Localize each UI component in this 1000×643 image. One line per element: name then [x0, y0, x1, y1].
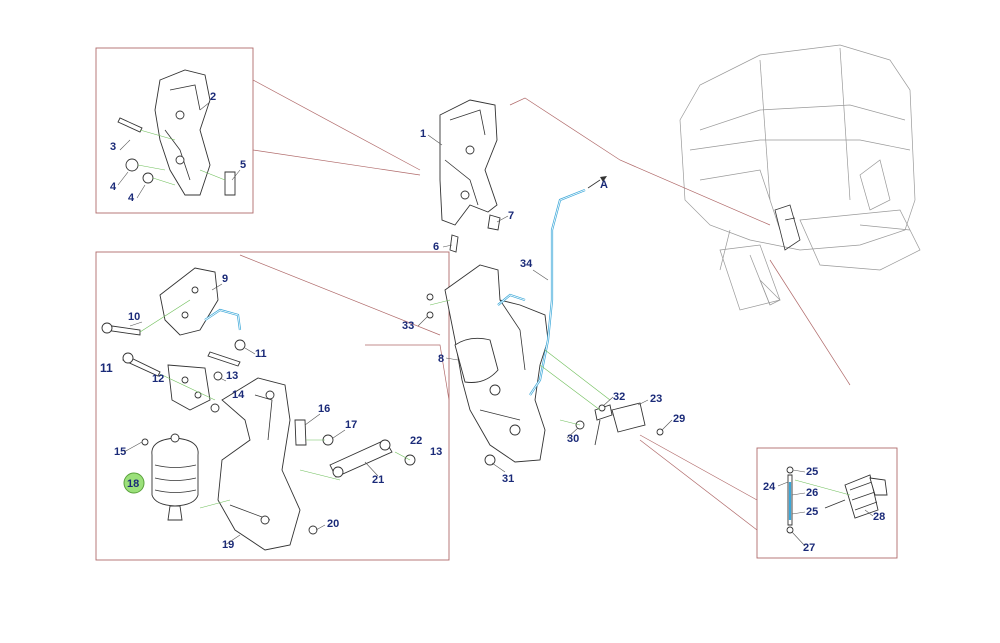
detail-box-height-sensor [756, 447, 898, 559]
label-part-13: 13 [226, 370, 238, 382]
label-part-28: 28 [873, 511, 885, 523]
label-part-8: 8 [438, 353, 444, 365]
height-sensor-detail-parts [786, 466, 888, 534]
label-part-27: 27 [803, 542, 815, 554]
detail-box-bracket [95, 47, 254, 214]
arrow-label-a: A [600, 179, 608, 191]
bracket-detail-part [117, 69, 236, 196]
label-part-10: 10 [128, 311, 140, 323]
truck-cab-outline [679, 44, 921, 311]
label-part-11: 11 [100, 361, 113, 375]
label-part-9: 9 [222, 273, 228, 285]
label-part-13: 13 [430, 446, 442, 458]
label-part-7: 7 [508, 210, 514, 222]
main-bracket-assembly [426, 99, 664, 466]
label-part-4: 4 [128, 192, 135, 204]
label-part-19: 19 [222, 539, 234, 551]
label-part-2: 2 [210, 91, 216, 103]
label-part-21: 21 [372, 474, 384, 486]
label-part-12: 12 [152, 373, 164, 385]
label-part-34: 34 [520, 258, 533, 270]
label-part-5: 5 [240, 159, 246, 171]
label-part-6: 6 [433, 241, 439, 253]
label-part-3: 3 [110, 141, 116, 153]
label-part-32: 32 [613, 391, 625, 403]
label-part-22: 22 [410, 435, 422, 447]
label-part-18: 18 [127, 478, 139, 490]
highlight-part-18 [123, 472, 145, 494]
label-part-16: 16 [318, 403, 330, 415]
label-part-33: 33 [402, 320, 414, 332]
label-part-25: 25 [806, 506, 818, 518]
label-part-26: 26 [806, 487, 818, 499]
label-part-15: 15 [114, 446, 126, 458]
label-part-31: 31 [502, 473, 514, 485]
label-part-17: 17 [345, 419, 357, 431]
label-part-14: 14 [232, 389, 245, 401]
label-part-23: 23 [650, 393, 662, 405]
detail-box-air-spring [95, 251, 450, 561]
label-part-30: 30 [567, 433, 579, 445]
label-part-11: 11 [255, 348, 267, 360]
label-part-24: 24 [763, 481, 776, 493]
air-spring-detail-parts [101, 267, 416, 551]
label-part-25: 25 [806, 466, 818, 478]
label-part-4: 4 [110, 181, 117, 193]
label-part-29: 29 [673, 413, 685, 425]
label-part-20: 20 [327, 518, 339, 530]
label-part-1: 1 [420, 128, 426, 140]
